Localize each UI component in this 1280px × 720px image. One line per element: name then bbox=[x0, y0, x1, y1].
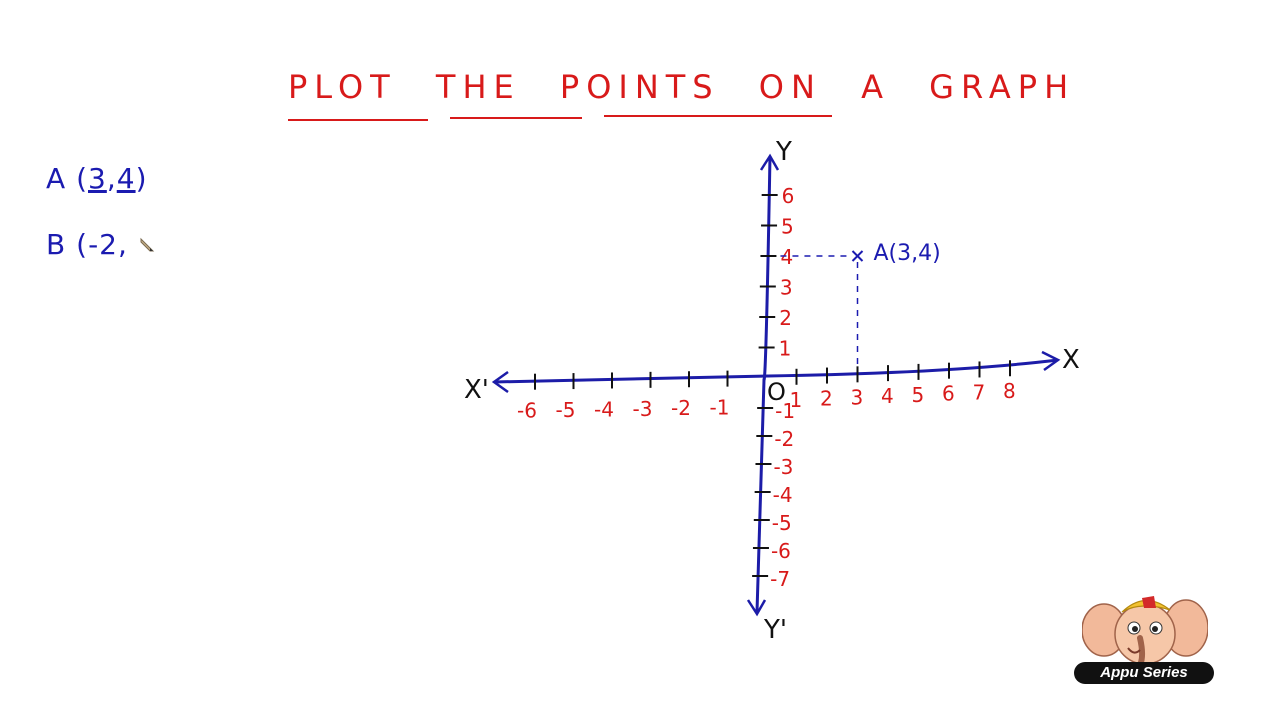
point-b-x: -2 bbox=[88, 228, 118, 261]
x-tick-label: 6 bbox=[942, 382, 955, 406]
brand-logo: Appu Series bbox=[1074, 590, 1214, 686]
x-tick-label: -1 bbox=[710, 396, 730, 420]
y-tick-label: 5 bbox=[781, 215, 794, 239]
x-tick-label: -6 bbox=[517, 399, 537, 423]
title-word-a: A bbox=[861, 68, 890, 106]
y-axis-arrow-bottom bbox=[746, 599, 767, 617]
point-a-open: ( bbox=[76, 162, 88, 195]
point-a-x: 3 bbox=[88, 162, 107, 195]
y-tick-label: -2 bbox=[774, 427, 794, 451]
x-prime-axis-label: X' bbox=[464, 375, 489, 405]
y-axis-label: Y bbox=[775, 137, 792, 167]
point-a-letter: A bbox=[46, 162, 67, 195]
title-underline-1 bbox=[288, 119, 428, 121]
y-axis-line bbox=[755, 155, 772, 613]
title-underline-3 bbox=[604, 115, 832, 117]
point-a-marker bbox=[851, 250, 864, 262]
x-axis-arrow-left bbox=[491, 370, 509, 394]
x-tick-label: -5 bbox=[556, 398, 576, 422]
x-tick-label: -4 bbox=[594, 397, 614, 421]
x-tick-label: 8 bbox=[1003, 379, 1016, 403]
x-tick-label: 1 bbox=[790, 388, 803, 412]
title-underline-2 bbox=[450, 117, 582, 119]
x-tick-label: 7 bbox=[973, 380, 986, 404]
point-a-annotation: A(3,4) bbox=[874, 241, 941, 266]
origin-label: O bbox=[767, 378, 786, 406]
point-a-sep: , bbox=[106, 162, 117, 195]
pencil-icon bbox=[140, 237, 155, 252]
y-tick-label: -4 bbox=[773, 483, 793, 507]
y-tick-label: -5 bbox=[772, 511, 792, 535]
tick-marks bbox=[534, 194, 1011, 577]
y-prime-axis-label: Y' bbox=[763, 615, 787, 645]
y-tick-label: -7 bbox=[770, 567, 790, 591]
y-tick-label: -1 bbox=[775, 399, 795, 423]
x-tick-label: -3 bbox=[633, 397, 653, 421]
title-word-the: THE bbox=[435, 68, 521, 106]
title-word-on: ON bbox=[758, 68, 822, 106]
page-title: PLOT THE POINTS ON A GRAPH bbox=[288, 68, 1097, 106]
point-b-letter: B bbox=[46, 228, 67, 261]
x-tick-label: 4 bbox=[881, 384, 894, 408]
point-a-y: 4 bbox=[116, 162, 136, 195]
y-tick-label: 4 bbox=[780, 245, 793, 269]
y-tick-label: 2 bbox=[779, 306, 792, 330]
y-axis-arrow-top bbox=[759, 153, 780, 171]
x-axis-arrow-right bbox=[1041, 350, 1061, 372]
y-tick-label: -3 bbox=[773, 455, 793, 479]
x-tick-label: 2 bbox=[820, 387, 833, 411]
x-tick-label: 5 bbox=[912, 383, 925, 407]
y-tick-label: 6 bbox=[782, 184, 795, 208]
y-tick-label: -6 bbox=[771, 539, 791, 563]
point-a-close: ) bbox=[135, 162, 148, 195]
brand-name: Appu Series bbox=[1074, 662, 1214, 684]
title-word-points: POINTS bbox=[559, 68, 720, 106]
x-tick-label: 3 bbox=[851, 385, 864, 409]
y-tick-label: 1 bbox=[779, 337, 792, 361]
x-tick-label: -2 bbox=[671, 396, 691, 420]
point-b-sep: , bbox=[117, 228, 128, 261]
point-b-open: ( bbox=[76, 228, 89, 261]
x-axis-label: X bbox=[1062, 345, 1080, 375]
y-tick-label: 3 bbox=[780, 276, 793, 300]
title-word-plot: PLOT bbox=[288, 68, 397, 106]
elephant-mascot-icon bbox=[1082, 596, 1208, 670]
point-b-line: B (-2, bbox=[46, 228, 128, 261]
point-a-line: A (3,4) bbox=[46, 162, 148, 195]
title-word-graph: GRAPH bbox=[929, 68, 1076, 106]
